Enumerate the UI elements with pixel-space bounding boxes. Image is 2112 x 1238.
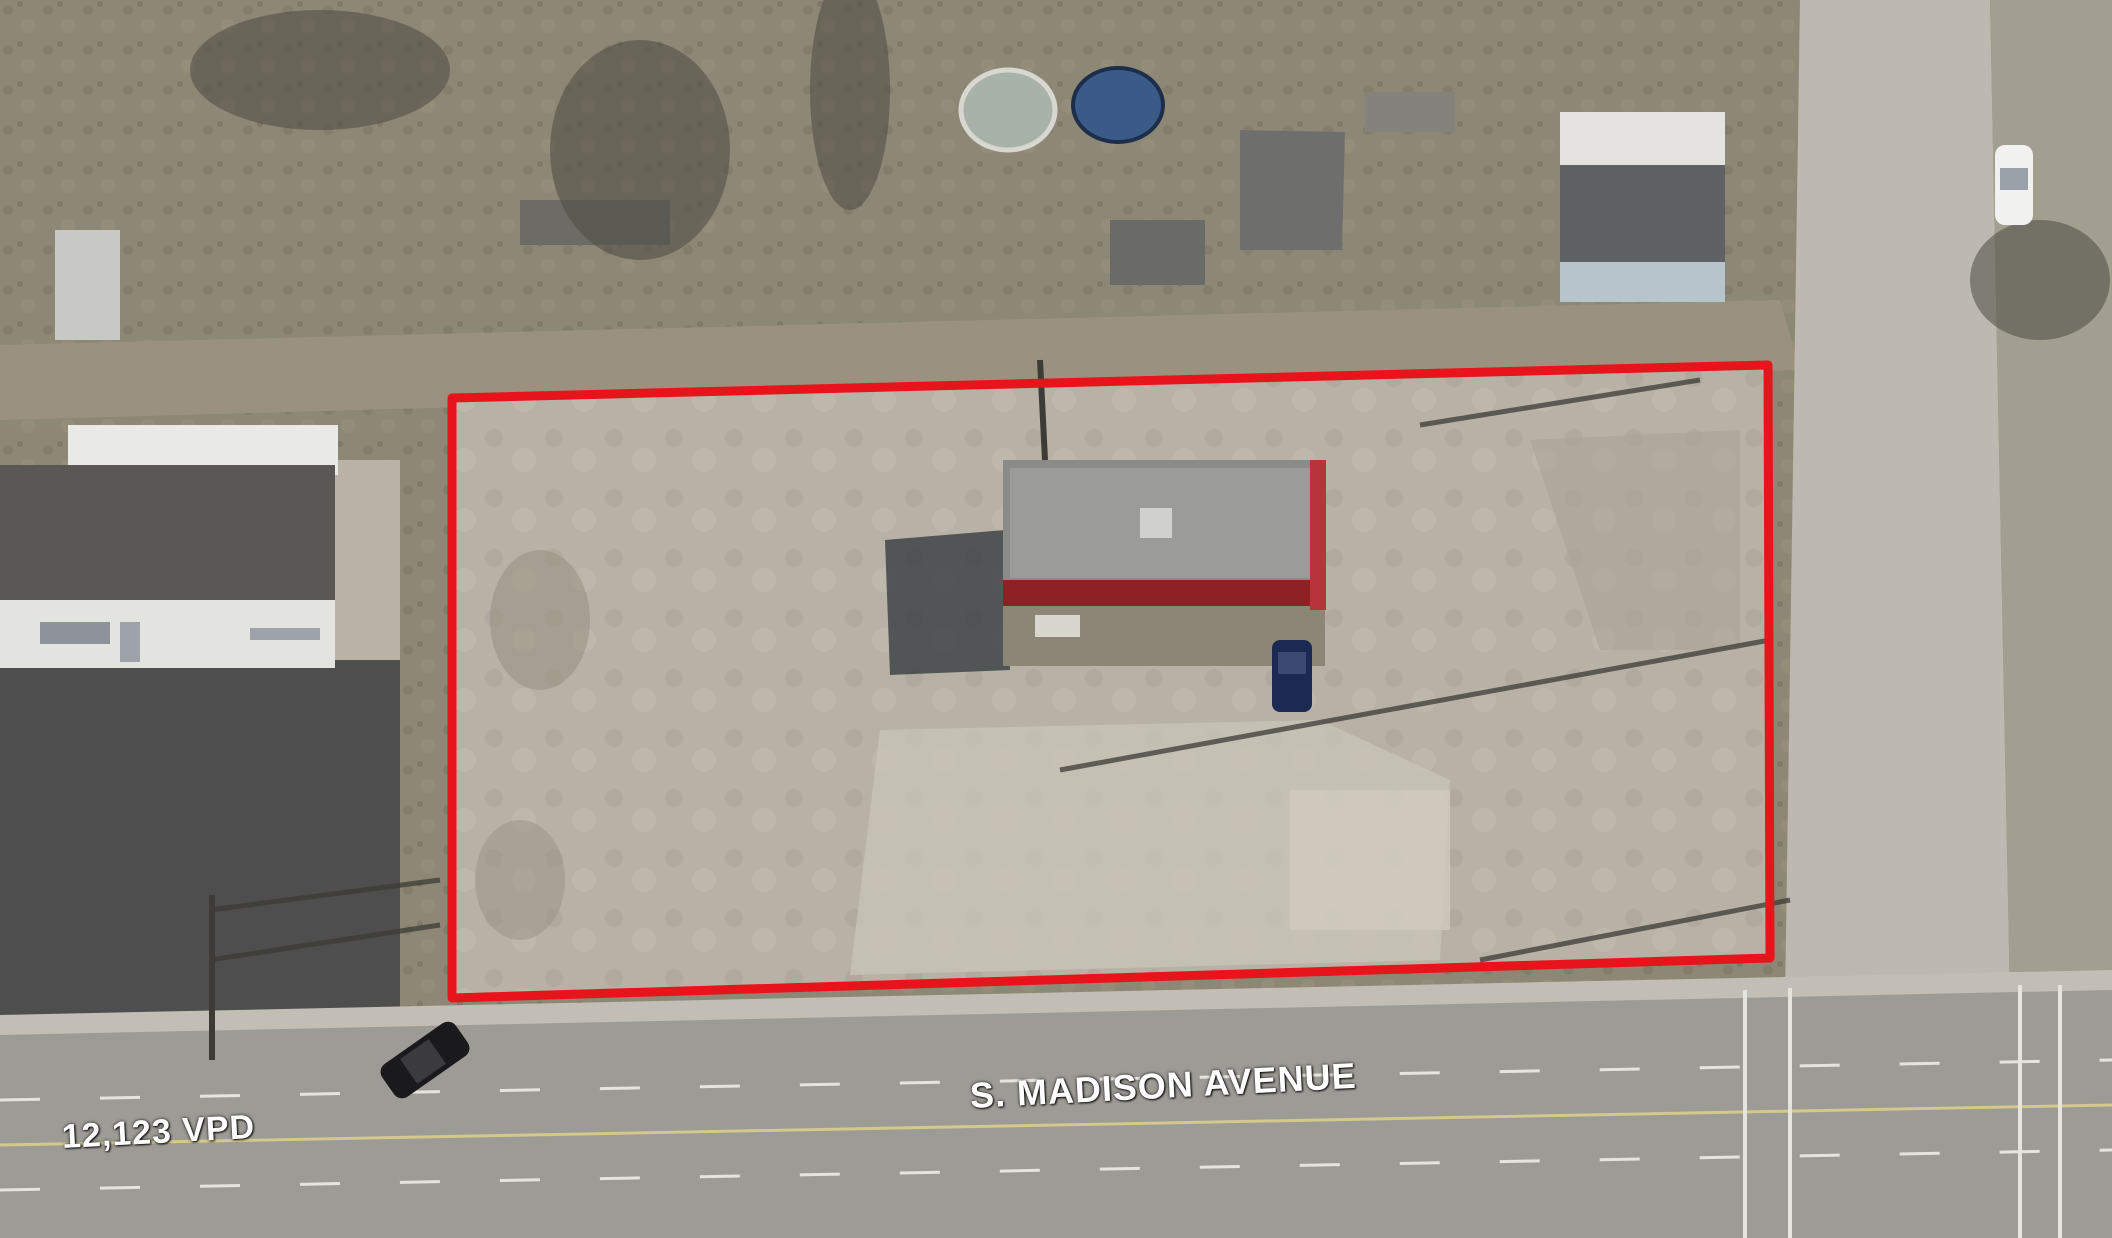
lot-stain <box>475 820 565 940</box>
house-building <box>1560 112 1725 302</box>
cross-street <box>1785 0 2010 1000</box>
center-line <box>0 1103 2112 1147</box>
road-surface <box>0 985 2112 1238</box>
car-white-street <box>1995 145 2033 225</box>
lot-stain <box>1530 430 1740 650</box>
tree-shadows <box>190 0 2110 340</box>
convenience-store-building <box>885 460 1326 675</box>
pole-shadows <box>209 377 1791 963</box>
lot-stain <box>490 550 590 690</box>
house-building <box>1110 92 1455 285</box>
alley-strip <box>0 300 1800 420</box>
sidewalk <box>0 970 2112 1035</box>
west-parking-lot <box>0 660 400 1020</box>
concrete-slab <box>1290 790 1450 930</box>
car-suv-lot <box>1272 640 1312 712</box>
parcel-boundary-outline <box>447 360 1775 1003</box>
car-sedan-road <box>380 1021 470 1099</box>
pole <box>209 359 1048 1060</box>
garage-building <box>0 425 338 668</box>
pool <box>958 66 1165 153</box>
west-driveway <box>330 460 400 660</box>
crosswalk <box>1743 985 2062 1238</box>
